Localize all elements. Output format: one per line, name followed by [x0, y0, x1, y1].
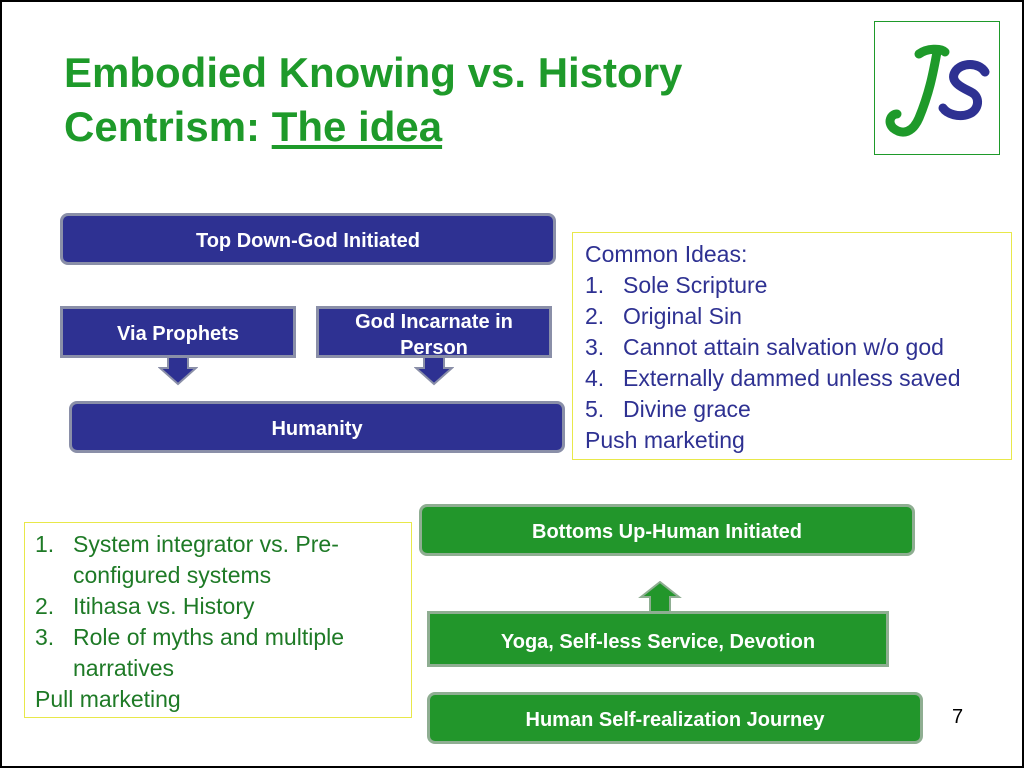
title-line-2-prefix: Centrism:: [64, 103, 272, 150]
human-self-realization-box: Human Self-realization Journey: [427, 692, 923, 744]
list-item: 4.Externally dammed unless saved: [585, 365, 961, 391]
list-item: 5.Divine grace: [585, 396, 751, 422]
differences-box: 1.System integrator vs. Pre-configured s…: [24, 522, 412, 718]
push-marketing-label: Push marketing: [585, 427, 745, 453]
humanity-box: Humanity: [69, 401, 565, 453]
bottoms-up-label: Bottoms Up-Human Initiated: [532, 521, 802, 543]
god-incarnate-label: God Incarnate in Person: [355, 311, 513, 359]
list-item: 1.Sole Scripture: [585, 272, 768, 298]
via-prophets-label: Via Prophets: [117, 323, 239, 345]
js-logo: [874, 21, 1000, 155]
top-down-label: Top Down-God Initiated: [195, 230, 421, 252]
down-arrow-icon: [414, 356, 454, 386]
humanity-label: Humanity: [271, 418, 363, 440]
js-logo-icon: [885, 44, 990, 137]
up-arrow-icon: [638, 581, 682, 613]
list-item: 2.Original Sin: [585, 303, 742, 329]
list-item: 2.Itihasa vs. History: [35, 593, 255, 619]
yoga-service-devotion-box: Yoga, Self-less Service, Devotion: [427, 611, 889, 667]
common-ideas-header: Common Ideas:: [585, 241, 748, 267]
list-item: 3.Cannot attain salvation w/o god: [585, 334, 944, 360]
via-prophets-box: Via Prophets: [60, 306, 296, 358]
differences-list: 1.System integrator vs. Pre-configured s…: [35, 529, 401, 684]
god-incarnate-box: God Incarnate in Person: [316, 306, 552, 359]
slide-title: Embodied Knowing vs. History Centrism: T…: [64, 46, 844, 154]
bottoms-up-human-initiated-box: Bottoms Up-Human Initiated: [419, 504, 915, 556]
title-line-2-underlined: The idea: [271, 103, 443, 150]
yoga-service-devotion-label: Yoga, Self-less Service, Devotion: [500, 631, 816, 653]
page-number: 7: [952, 706, 964, 728]
pull-marketing-label: Pull marketing: [35, 686, 181, 712]
top-down-god-initiated-box: Top Down-God Initiated: [60, 213, 556, 265]
human-self-realization-label: Human Self-realization Journey: [525, 709, 825, 731]
common-ideas-list: 1.Sole Scripture 2.Original Sin 3.Cannot…: [585, 270, 999, 425]
title-line-1: Embodied Knowing vs. History: [64, 49, 683, 96]
common-ideas-box: Common Ideas: 1.Sole Scripture 2.Origina…: [572, 232, 1012, 460]
down-arrow-icon: [158, 356, 198, 386]
list-item: 3.Role of myths and multiple narratives: [35, 624, 345, 681]
list-item: 1.System integrator vs. Pre-configured s…: [35, 531, 339, 588]
